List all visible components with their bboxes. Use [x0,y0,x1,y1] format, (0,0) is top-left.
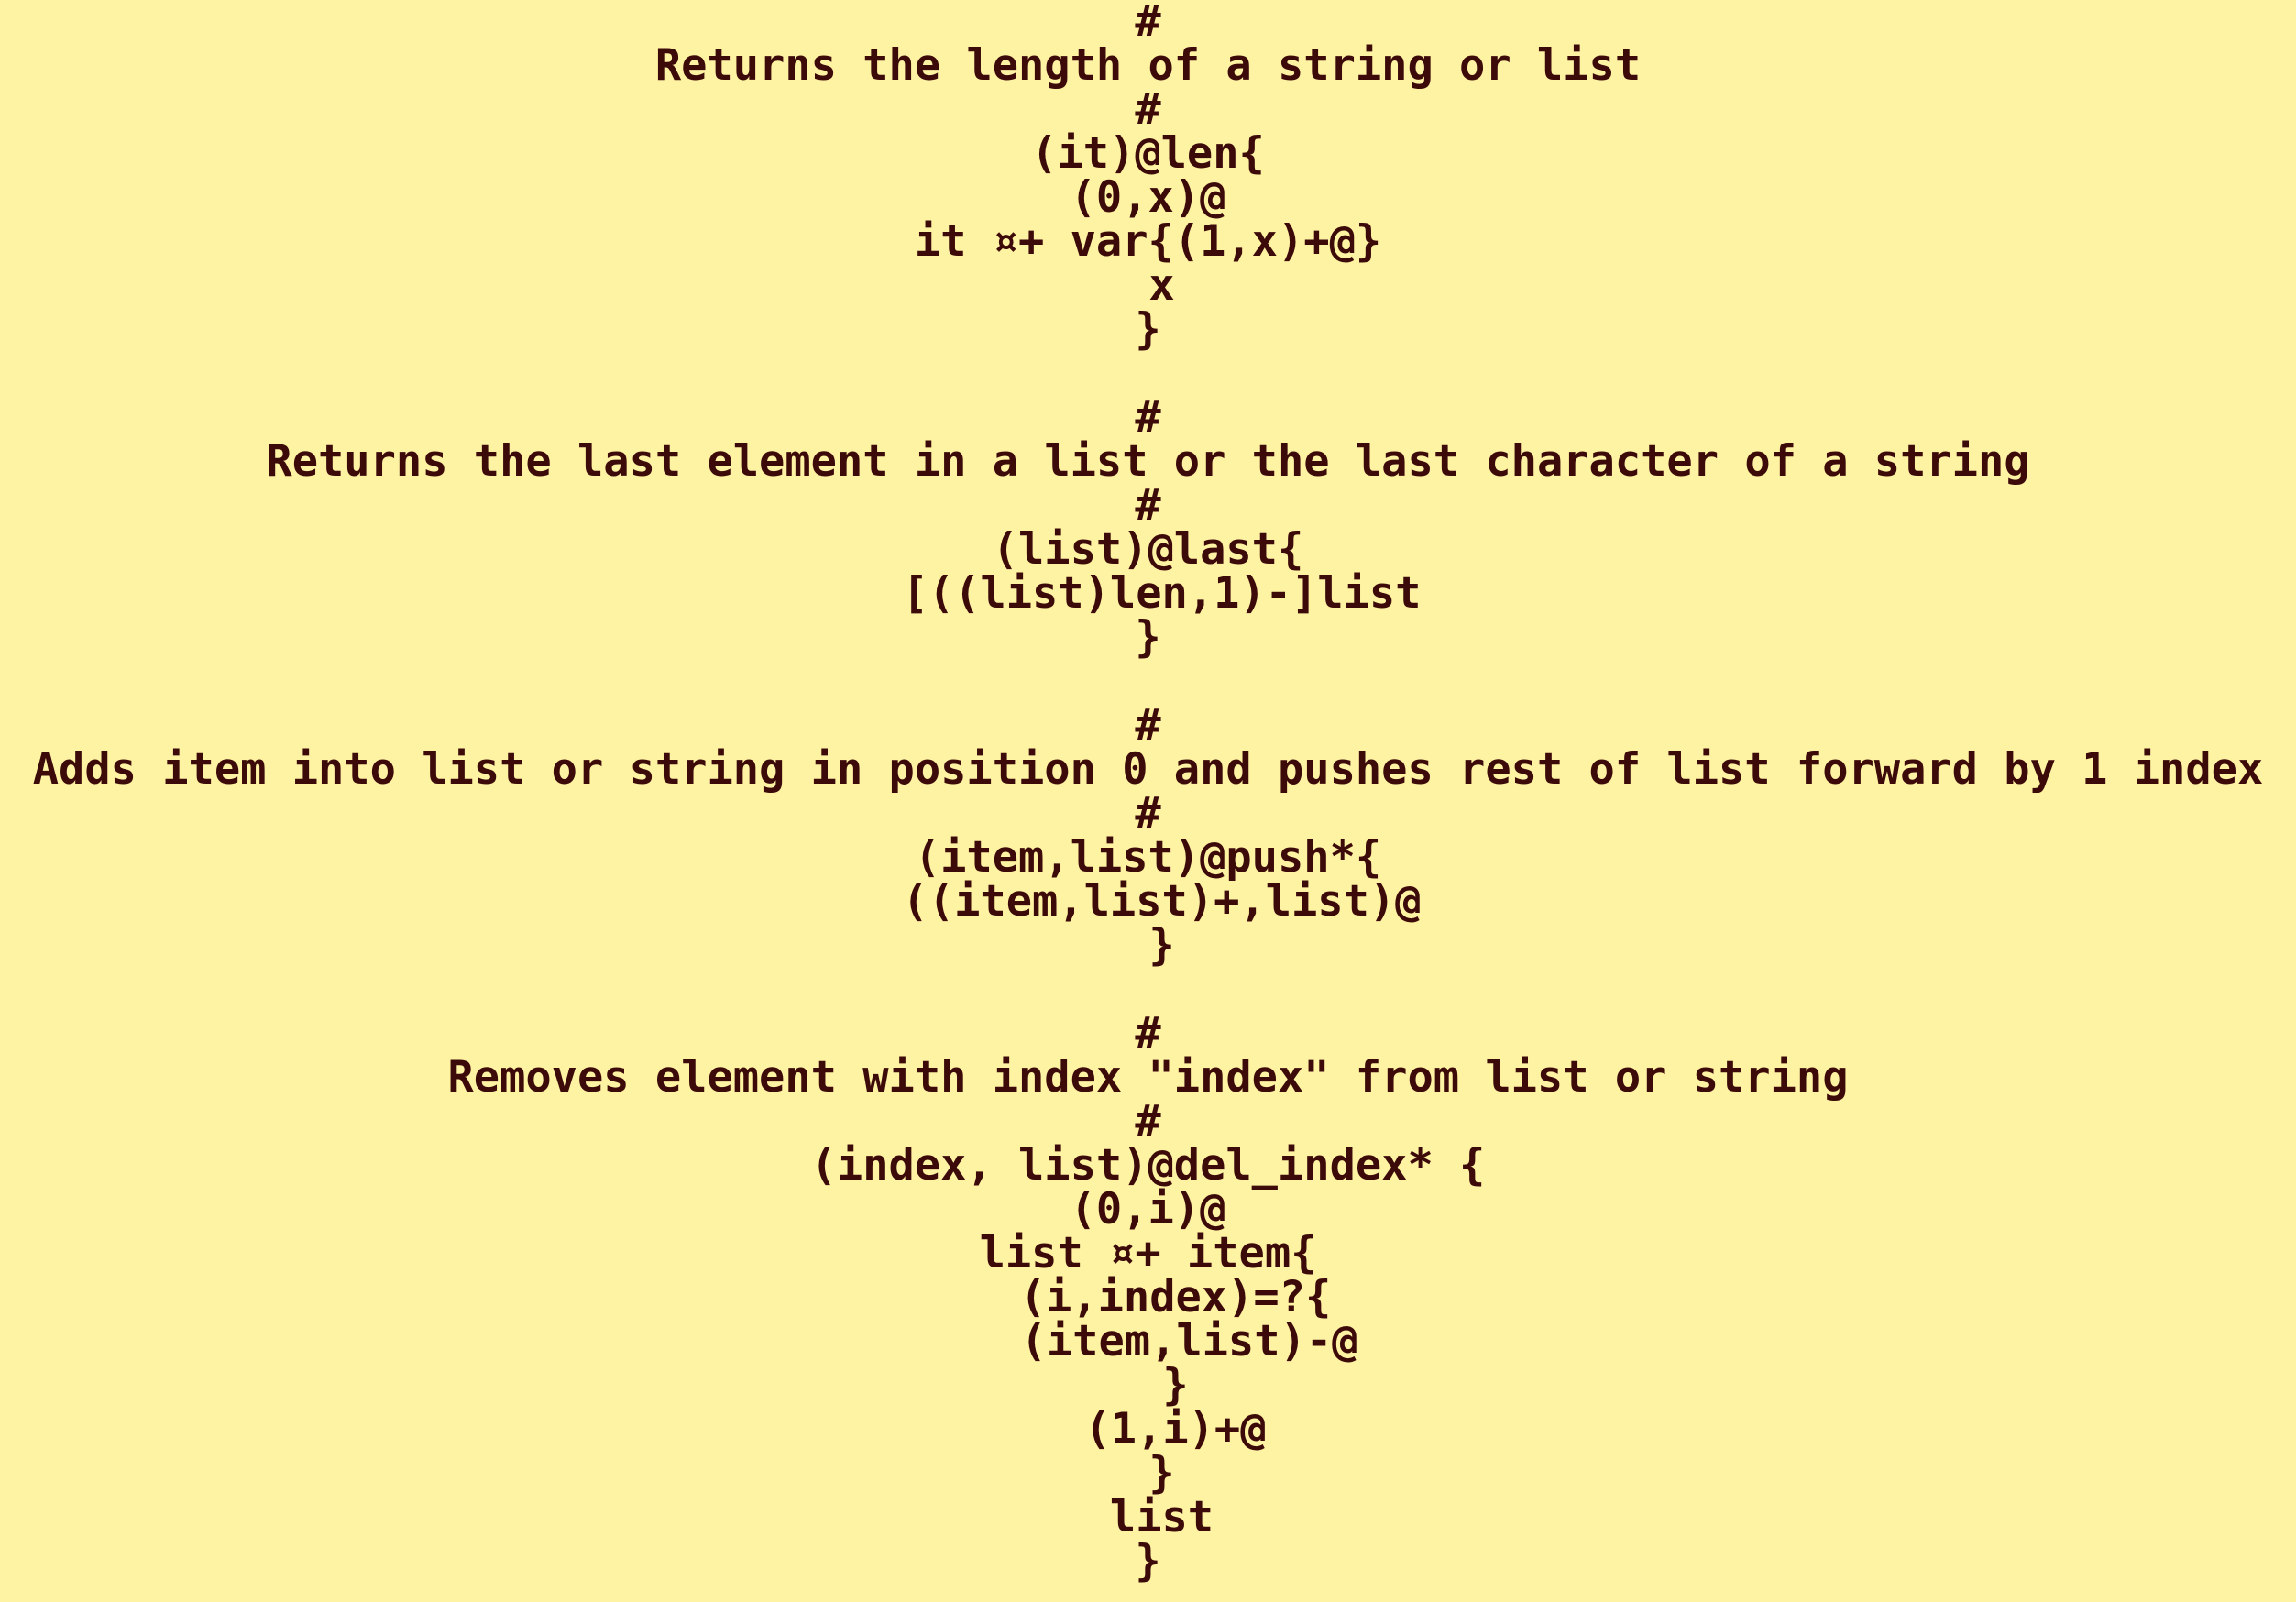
comment-marker: # [1135,788,1161,839]
del-index-remove: (item,list)-@ [1020,1316,1358,1366]
comment-len: Returns the length of a string or list [654,40,1642,91]
del-index-condition-close: } [1162,1360,1189,1410]
del-index-loop-close: } [1148,1448,1175,1498]
del-index-close: } [1135,1536,1161,1586]
comment-marker: # [1135,480,1161,531]
push-close: } [1148,920,1175,971]
comment-last: Returns the last element in a list or th… [266,436,2030,487]
len-close: } [1135,304,1161,355]
push-body: ((item,list)+,list)@ [902,876,1422,927]
comment-marker: # [1135,392,1161,443]
len-loop: it ¤+ var{(1,x)+@} [914,216,1382,267]
del-index-increment: (1,i)+@ [1084,1404,1267,1454]
comment-marker: # [1135,0,1161,47]
last-signature: (list)@last{ [992,524,1304,575]
del-index-init: (0,i)@ [1070,1184,1226,1234]
last-body: [((list)len,1)-]list [902,568,1422,619]
comment-marker: # [1135,700,1161,751]
last-close: } [1135,612,1161,663]
del-index-condition: (i,index)=?{ [1019,1272,1332,1322]
len-init: (0,x)@ [1070,172,1226,223]
comment-marker: # [1135,1096,1161,1147]
len-return: x [1148,260,1175,311]
len-signature: (it)@len{ [1031,128,1265,179]
del-index-return: list [1109,1492,1214,1542]
del-index-loop: list ¤+ item{ [979,1228,1317,1278]
del-index-signature: (index, list)@del_index* { [810,1140,1486,1191]
push-signature: (item,list)@push*{ [914,832,1382,883]
comment-marker: # [1135,84,1161,135]
comment-push: Adds item into list or string in positio… [32,744,2264,795]
comment-marker: # [1135,1008,1161,1059]
comment-del-index: Removes element with index "index" from … [447,1052,1849,1103]
